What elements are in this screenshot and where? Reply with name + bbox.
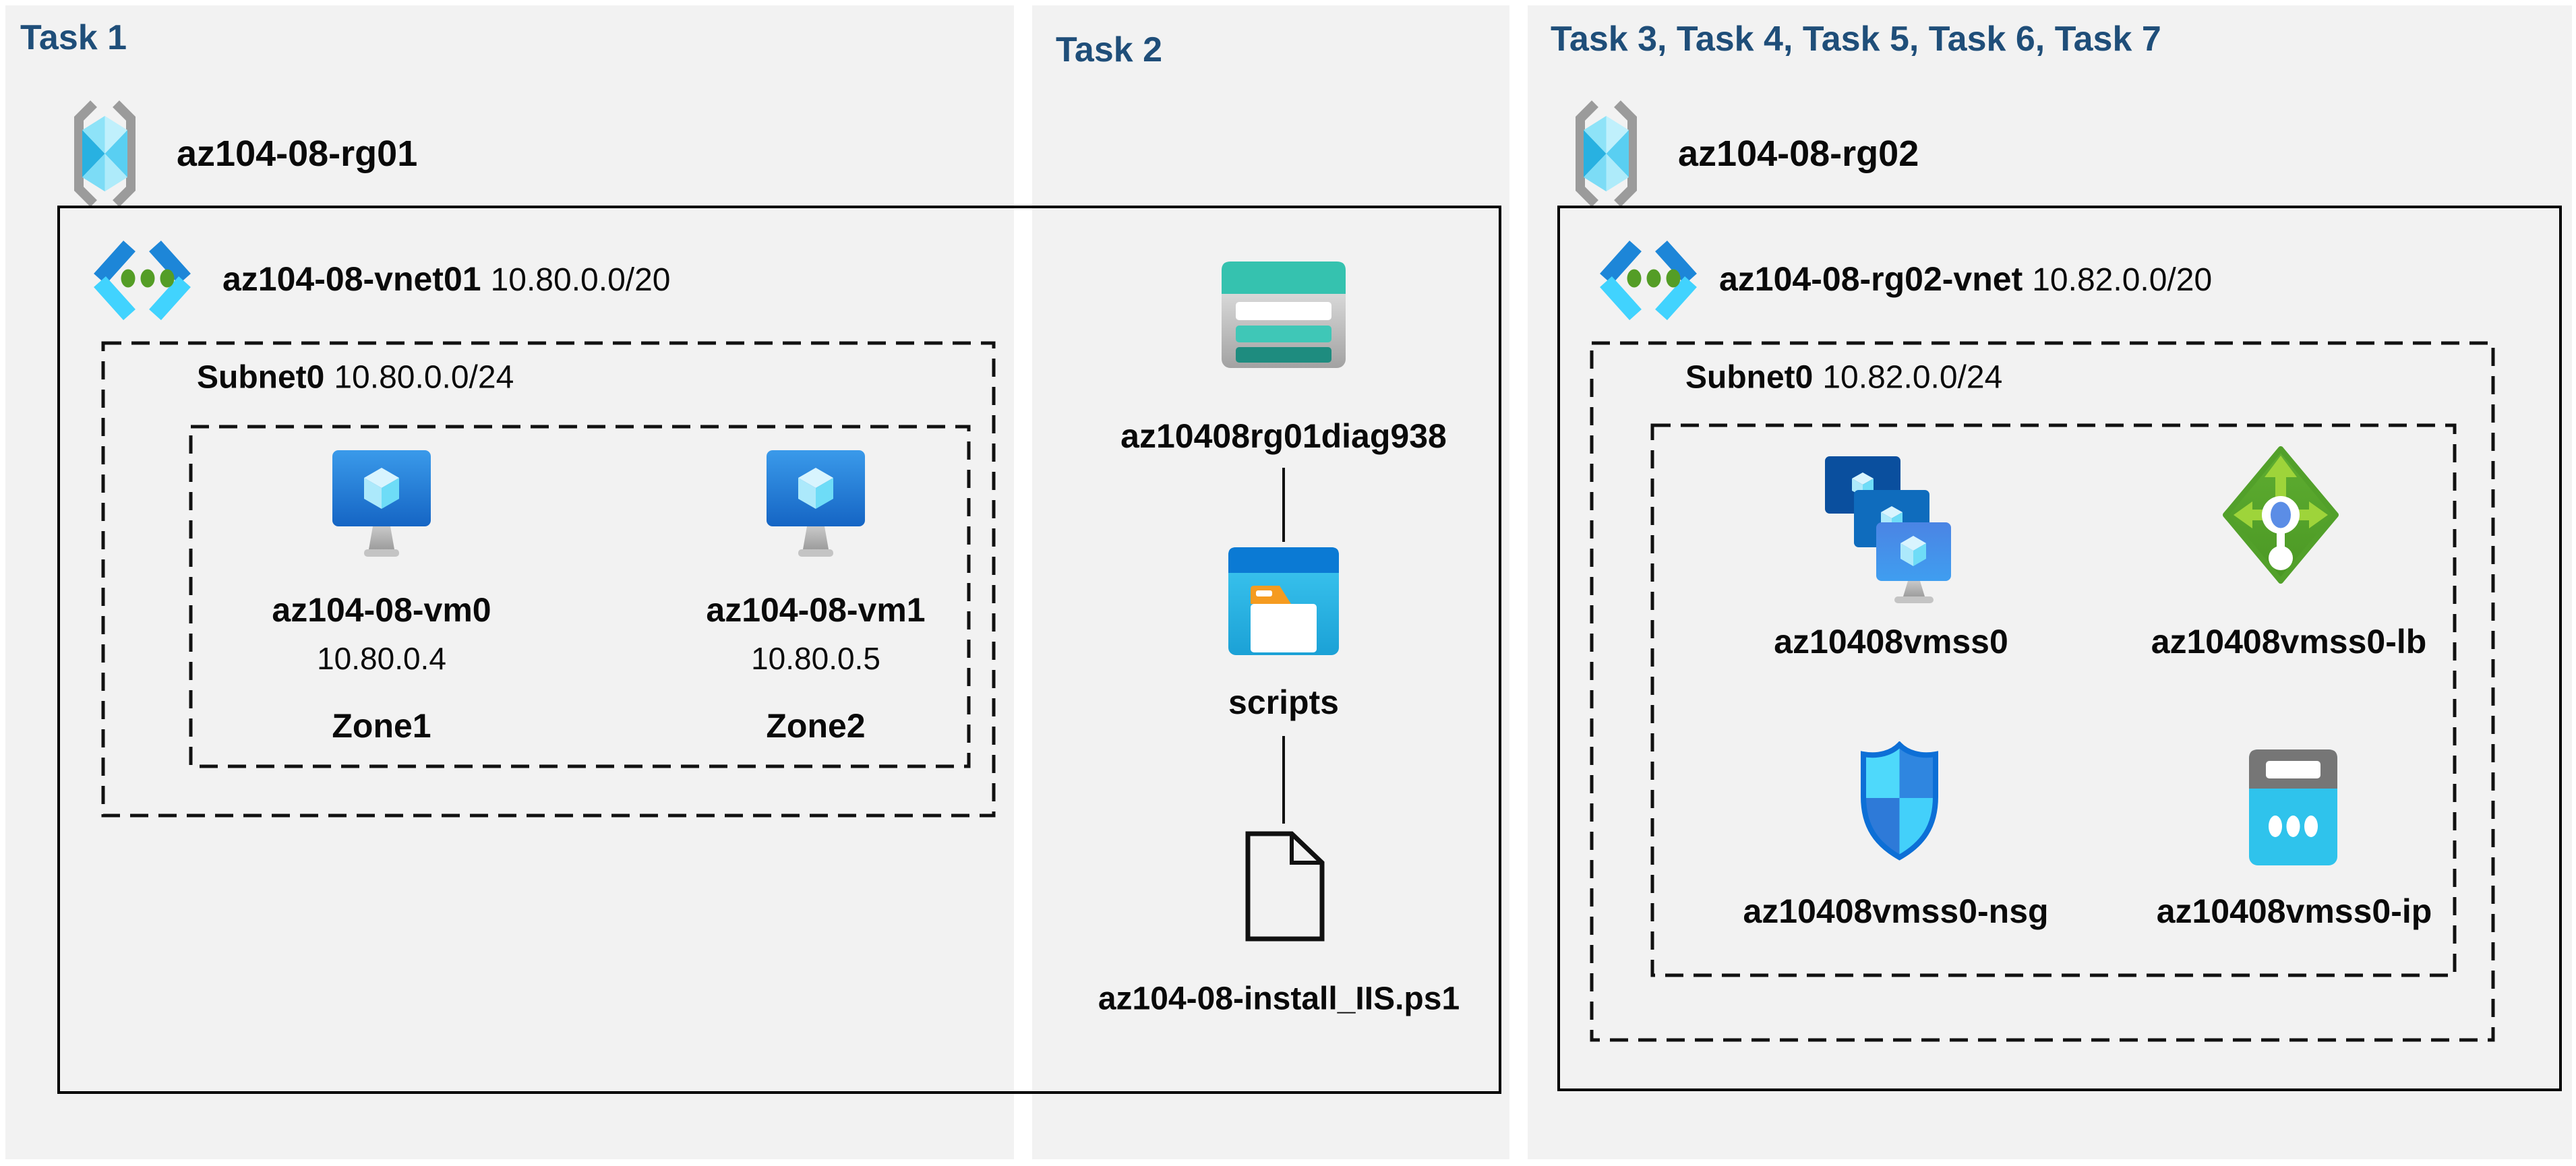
task1-vnet-boundary: [57, 206, 1501, 1094]
virtual-machine-icon: [332, 450, 431, 557]
vm0-name: az104-08-vm0: [272, 591, 491, 629]
script-file-icon: [1245, 831, 1325, 942]
task2-header: Task 2: [1056, 30, 1163, 69]
task1-resource-group-label: az104-08-rg01: [177, 133, 418, 174]
task3-subnet-name: Subnet0: [1685, 359, 1814, 396]
task1-vnet-cidr: 10.80.0.0/20: [490, 262, 671, 298]
vmss-label: az10408vmss0: [1774, 623, 2008, 661]
task1-vnet-name: az104-08-vnet01: [222, 260, 481, 298]
vm1-name: az104-08-vm1: [706, 591, 926, 629]
task3-vnet-cidr: 10.82.0.0/20: [2032, 262, 2213, 298]
resource-group-icon: [1576, 100, 1637, 207]
virtual-network-icon: [1600, 241, 1697, 320]
vm1-ip: 10.80.0.5: [751, 641, 880, 676]
script-file-label: az104-08-install_IIS.ps1: [1098, 981, 1460, 1017]
container-label: scripts: [1228, 683, 1339, 721]
task3-vnet-boundary: [1557, 206, 2562, 1091]
resource-group-icon: [74, 100, 136, 207]
task3-vnet-name: az104-08-rg02-vnet: [1719, 260, 2023, 298]
task3-subnet-cidr: 10.82.0.0/24: [1822, 359, 2003, 396]
vm0-ip: 10.80.0.4: [317, 641, 446, 676]
task1-panel: [5, 5, 1014, 1159]
task3-header: Task 3, Task 4, Task 5, Task 6, Task 7: [1551, 20, 2161, 59]
network-security-group-label: az10408vmss0-nsg: [1743, 892, 2049, 930]
task3-resource-group-label: az104-08-rg02: [1678, 133, 1919, 174]
connector-line: [1282, 468, 1285, 542]
storage-account-label: az10408rg01diag938: [1120, 417, 1447, 455]
task1-subnet-name: Subnet0: [197, 359, 325, 396]
virtual-machine-icon: [767, 450, 865, 557]
public-ip-label: az10408vmss0-ip: [2156, 892, 2432, 930]
vm1-zone: Zone2: [766, 707, 866, 745]
storage-account-icon: [1222, 262, 1346, 368]
task3-subnet-boundary: [1590, 341, 2495, 1042]
task1-zone-boundary: [189, 425, 971, 768]
task3-resources-boundary: [1650, 423, 2457, 977]
task3-panel: [1528, 5, 2572, 1159]
load-balancer-label: az10408vmss0-lb: [2151, 623, 2427, 661]
task1-subnet-cidr: 10.80.0.0/24: [334, 359, 514, 396]
task1-header: Task 1: [20, 18, 127, 57]
network-security-group-icon: [1861, 741, 1938, 861]
public-ip-icon: [2249, 749, 2337, 865]
vm-scale-set-icon: [1825, 456, 1951, 603]
blob-container-icon: [1228, 547, 1339, 655]
virtual-network-icon: [94, 241, 191, 320]
connector-line: [1282, 736, 1285, 824]
vm0-zone: Zone1: [332, 707, 431, 745]
load-balancer-icon: [2223, 446, 2339, 584]
